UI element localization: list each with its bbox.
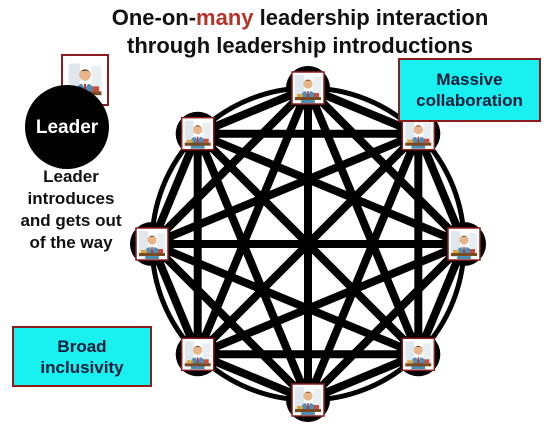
title-part-2: leadership interaction bbox=[253, 5, 489, 30]
connection-line bbox=[196, 129, 466, 248]
network-nodes bbox=[130, 66, 486, 422]
massive-collaboration-callout: Massive collaboration bbox=[398, 58, 541, 122]
person-at-desk-icon bbox=[449, 229, 479, 259]
title-highlight-word: many bbox=[196, 5, 254, 30]
leader-description-line: and gets out bbox=[20, 211, 122, 230]
team-member-node bbox=[286, 66, 330, 110]
title-part-1: One-on- bbox=[111, 5, 197, 30]
team-member-node bbox=[175, 332, 220, 377]
leader-circle-label: Leader bbox=[36, 117, 99, 138]
person-at-desk-icon bbox=[403, 339, 434, 370]
team-member-node bbox=[442, 222, 486, 266]
connection-line bbox=[194, 130, 422, 358]
person-at-desk-icon bbox=[293, 385, 323, 415]
person-at-desk-icon bbox=[137, 229, 167, 259]
callout-line: Broad bbox=[57, 336, 107, 356]
leader-description-line: Leader bbox=[43, 167, 99, 186]
callout-line: collaboration bbox=[416, 91, 523, 110]
team-member-node bbox=[130, 222, 174, 266]
broad-inclusivity-callout: Broad inclusivity bbox=[12, 326, 152, 387]
person-at-desk-icon bbox=[293, 73, 323, 103]
title-line-2: through leadership introductions bbox=[127, 33, 473, 58]
team-member-node bbox=[175, 111, 220, 156]
leader-description: Leader introduces and gets out of the wa… bbox=[16, 166, 126, 254]
callout-line: Massive bbox=[436, 70, 503, 89]
person-at-desk-icon bbox=[182, 118, 213, 149]
team-member-node bbox=[286, 378, 330, 422]
team-member-node bbox=[396, 111, 441, 156]
leader-description-line: of the way bbox=[29, 233, 113, 252]
connection-line bbox=[193, 132, 312, 402]
callout-line: inclusivity bbox=[40, 357, 124, 377]
connection-line bbox=[149, 241, 311, 403]
person-at-desk-icon bbox=[182, 339, 213, 370]
leader-description-line: introduces bbox=[27, 189, 115, 208]
team-member-node bbox=[396, 332, 441, 377]
leader-circle bbox=[25, 85, 109, 169]
person-at-desk-icon bbox=[403, 118, 434, 149]
diagram-title: One-on-many leadership interaction throu… bbox=[60, 4, 540, 60]
